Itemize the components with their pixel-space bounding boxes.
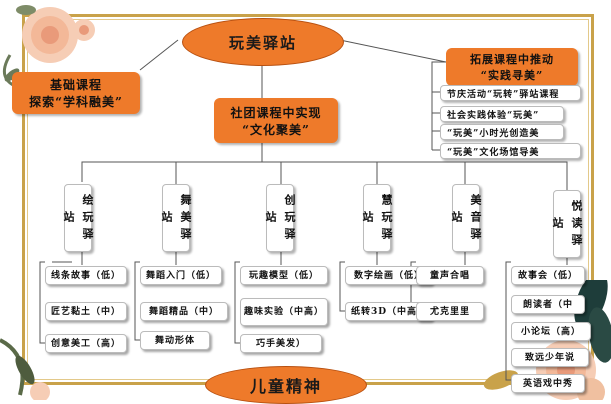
station-painting: 绘玩驿站 — [62, 184, 94, 252]
course-item: 玩趣模型（低） — [240, 266, 328, 285]
extended-course-subtitle: “实践寻美” — [480, 69, 544, 82]
course-item: 朗读者（中 — [511, 295, 585, 314]
course-item: 致远少年说 — [511, 348, 589, 367]
practice-item: 节庆活动“玩转”驿站课程 — [440, 85, 581, 101]
basic-course-subtitle: 探索“学科融美” — [29, 95, 123, 109]
course-item: 创意美工（高） — [45, 334, 127, 353]
top-title: 玩美驿站 — [182, 18, 344, 66]
club-course-subtitle: “文化聚美” — [242, 122, 310, 137]
extended-course-title: 拓展课程中推动 — [470, 53, 554, 66]
course-item: 舞蹈入门（低） — [140, 266, 222, 285]
flower-top-left-icon — [2, 5, 95, 90]
course-item: 数字绘画（低） — [345, 266, 433, 285]
course-item: 尤克里里 — [416, 302, 484, 321]
station-creative: 创玩驿站 — [264, 184, 296, 252]
course-item: 舞蹈精品（中） — [140, 302, 228, 321]
course-item: 英语戏中秀 — [511, 374, 585, 393]
station-reading: 悦读驿站 — [551, 190, 583, 258]
course-item: 小论坛（高） — [511, 322, 591, 341]
course-item: 趣味实验（中高） — [240, 298, 328, 326]
course-item: 童声合唱 — [416, 266, 484, 285]
course-item: 舞动形体 — [140, 331, 210, 350]
practice-item: 社会实践体验“玩美” — [440, 106, 564, 122]
club-course-box: 社团课程中实现 “文化聚美” — [214, 98, 338, 143]
basic-course-box: 基础课程 探索“学科融美” — [12, 72, 140, 114]
course-item: 匠艺黏土（中） — [45, 302, 127, 321]
course-item: 巧手美发） — [240, 334, 322, 353]
practice-item: “玩美”小时光创造美 — [440, 124, 564, 140]
station-music: 美音驿站 — [450, 184, 482, 252]
basic-course-title: 基础课程 — [49, 78, 102, 92]
course-item: 故事会（低） — [511, 266, 585, 285]
station-dance: 舞美驿站 — [160, 184, 192, 252]
station-wisdom: 慧玩驿站 — [361, 184, 393, 252]
practice-item: “玩美”文化场馆导美 — [440, 143, 581, 159]
club-course-title: 社团课程中实现 — [230, 105, 322, 120]
course-item: 线条故事（低） — [45, 266, 127, 285]
bottom-title: 儿童精神 — [205, 366, 367, 404]
flower-bottom-left-icon — [0, 338, 50, 400]
extended-course-box: 拓展课程中推动 “实践寻美” — [446, 48, 578, 86]
